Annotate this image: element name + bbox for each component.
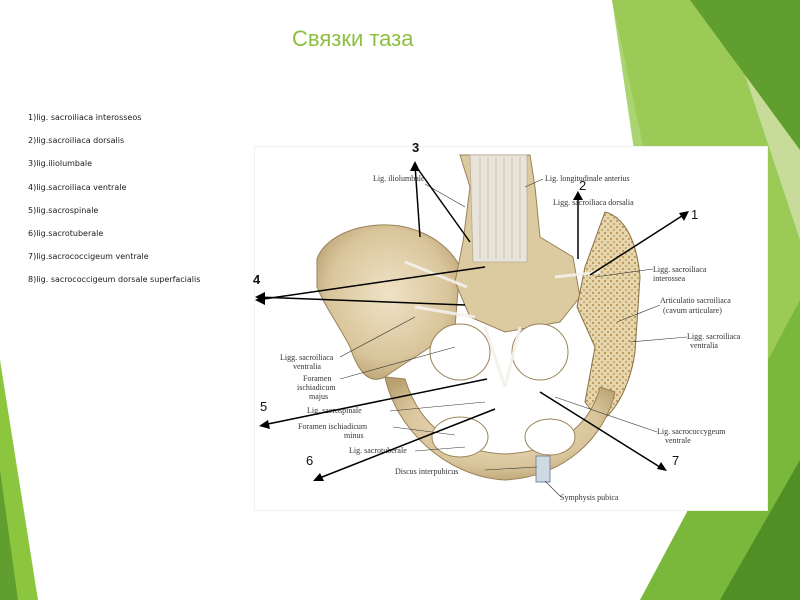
list-item: 1)lig. sacroiliaca interosseos [28, 113, 142, 122]
ligament-list: 1)lig. sacroiliaca interosseos 2)lig.sac… [28, 113, 200, 299]
label-interossea: interossea [653, 274, 685, 283]
marker-5: 5 [260, 399, 267, 414]
label-longitudinale: Lig. longitudinale anterius [545, 174, 630, 183]
list-item: 5)lig.sacrospinale [28, 205, 99, 215]
label-iliolumbale: Lig. iliolumbale [373, 174, 425, 183]
label-sacrococcygeum: ventrale [665, 436, 691, 445]
label-ventralia-right: Ligg. sacroiliaca [687, 332, 741, 341]
label-foramen-minus: minus [344, 431, 364, 440]
label-foramen-majus: ischiadicum [297, 383, 336, 392]
list-item: 8)lig. sacrococcigeum dorsale superfacia… [28, 275, 201, 285]
label-interossea: Ligg. sacroiliaca [653, 265, 707, 274]
list-item: 6)lig.sacrotuberale [28, 228, 104, 238]
label-dorsalia: Ligg. sacroiliaca dorsalia [553, 198, 634, 207]
pelvis-drawing: Lig. iliolumbale Lig. longitudinale ante… [255, 154, 741, 502]
label-sacrotuberale: Lig. sacrotuberale [349, 446, 407, 455]
label-discus: Discus interpubicus [395, 467, 458, 476]
label-foramen-minus: Foramen ischiadicum [298, 422, 368, 431]
list-item: 4)lig.sacroiliaca ventrale [28, 182, 127, 192]
marker-2: 2 [579, 178, 586, 193]
label-articulatio: Articulatio sacroiliaca [660, 296, 731, 305]
marker-6: 6 [306, 453, 313, 468]
list-item: 2)lig.sacroiliaca dorsalis [28, 136, 125, 146]
label-sacrococcygeum: Lig. sacrococcygeum [657, 427, 726, 436]
marker-1: 1 [691, 207, 698, 222]
label-foramen-majus: majus [309, 392, 328, 401]
label-symphysis: Symphysis pubica [560, 493, 619, 502]
label-articulatio: (cavum articulare) [663, 306, 722, 315]
label-ventralia-left: ventralia [293, 362, 321, 371]
list-item: 3)lig.iliolumbale [28, 159, 93, 169]
marker-7: 7 [672, 453, 679, 468]
slide-title: Связки таза [292, 26, 414, 51]
pelvis-illustration: Lig. iliolumbale Lig. longitudinale ante… [255, 147, 767, 510]
list-item: 7)lig.sacrococcigeum ventrale [28, 252, 149, 262]
label-ventralia-right: ventralia [690, 341, 718, 350]
label-ventralia-left: Ligg. sacroiliaca [280, 353, 334, 362]
label-foramen-majus: Foramen [303, 374, 331, 383]
